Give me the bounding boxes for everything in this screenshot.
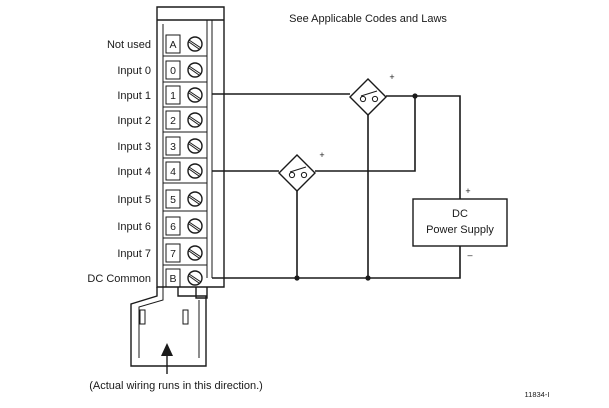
junction-dot (365, 275, 371, 281)
power-supply-plus: + (465, 186, 470, 196)
wiring-arm (130, 287, 207, 367)
terminal-id-box (165, 85, 181, 105)
dc-power-supply: DC Power Supply + – (412, 186, 508, 260)
terminal-id-box (165, 60, 181, 80)
terminal-row: DC Common B (87, 268, 203, 288)
sensor-lower-plus: + (319, 150, 324, 160)
wiring-direction-arrow (161, 343, 173, 374)
terminal-row: Input 1 1 (117, 85, 207, 108)
terminal-id: 4 (170, 166, 176, 178)
input-label: DC Common (87, 273, 151, 285)
terminal-id-box (165, 34, 181, 54)
terminal-block (156, 6, 225, 299)
figure-id: 11834-I (525, 390, 550, 399)
terminal-id-box (165, 268, 181, 288)
input-label: Input 4 (117, 166, 151, 178)
terminal-id: 5 (170, 194, 176, 206)
terminal-id: 1 (170, 90, 176, 102)
power-supply-minus: – (467, 250, 472, 260)
terminal-id: 3 (170, 141, 176, 153)
input-label: Input 6 (117, 221, 151, 233)
input-label: Input 1 (117, 90, 151, 102)
terminal-id: 7 (170, 248, 176, 260)
terminal-screw-icon[interactable] (187, 270, 203, 286)
terminal-row: Input 2 2 (117, 110, 207, 133)
terminal-row: Input 6 6 (117, 216, 207, 239)
wiring-direction-note: (Actual wiring runs in this direction.) (89, 380, 263, 392)
terminal-row: Input 7 7 (117, 243, 207, 266)
codes-note: See Applicable Codes and Laws (289, 13, 447, 25)
terminal-screw-icon[interactable] (187, 62, 203, 78)
field-wiring (212, 93, 461, 281)
junction-dot (412, 93, 418, 99)
terminal-id-box (165, 243, 181, 263)
sensor-upper-plus: + (389, 72, 394, 82)
input-label: Not used (107, 39, 151, 51)
terminal-row: Input 0 0 (117, 60, 207, 83)
terminal-row: Input 5 5 (117, 189, 207, 212)
input-label: Input 5 (117, 194, 151, 206)
terminal-screw-icon[interactable] (187, 138, 203, 154)
terminal-id-box (165, 136, 181, 156)
input-label: Input 0 (117, 65, 151, 77)
terminal-id: A (169, 39, 176, 51)
terminal-id-box (165, 189, 181, 209)
terminal-id-box (165, 161, 181, 181)
terminal-screw-icon[interactable] (187, 163, 203, 179)
terminal-screw-icon[interactable] (187, 112, 203, 128)
input-label: Input 3 (117, 141, 151, 153)
terminal-id-box (165, 110, 181, 130)
terminal-screw-icon[interactable] (187, 191, 203, 207)
input-label: Input 2 (117, 115, 151, 127)
terminal-id: 6 (170, 221, 176, 233)
terminal-id: B (169, 273, 176, 285)
terminal-id: 0 (170, 65, 176, 77)
power-supply-line2: Power Supply (426, 224, 494, 236)
terminal-screw-icon[interactable] (187, 245, 203, 261)
terminal-id-box (165, 216, 181, 236)
terminal-row: Not used A (107, 34, 207, 57)
power-supply-line1: DC (452, 208, 468, 220)
terminal-id: 2 (170, 115, 176, 127)
terminal-screw-icon[interactable] (187, 36, 203, 52)
input-label: Input 7 (117, 248, 151, 260)
terminal-row: Input 4 4 (117, 161, 207, 184)
terminal-row: Input 3 3 (117, 136, 207, 159)
junction-dot (294, 275, 300, 281)
terminal-screw-icon[interactable] (187, 87, 203, 103)
proximity-sensor-upper: + (349, 72, 395, 116)
terminal-screw-icon[interactable] (187, 218, 203, 234)
